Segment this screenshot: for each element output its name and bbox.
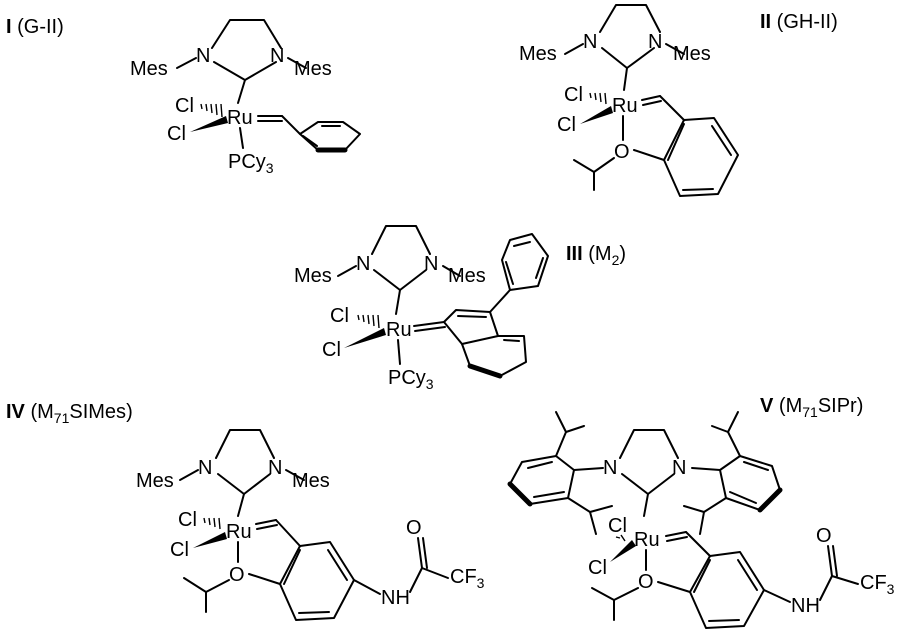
compound-V-hash-bond	[615, 534, 626, 542]
compound-II-hash-bond	[589, 92, 607, 105]
compound-IV-mes1: Mes	[136, 470, 174, 492]
compound-III-pcy3: PCy3	[388, 367, 434, 392]
compound-II-n2: N	[648, 31, 662, 53]
compound-III: III (M2) N N Mes Mes Ru Cl Cl	[294, 225, 626, 392]
compound-III-mes1: Mes	[294, 265, 332, 287]
compound-I-nhc-ring	[211, 19, 282, 49]
compound-V-o: O	[638, 571, 654, 593]
compound-I-hash-bond	[200, 103, 223, 118]
compound-III-label: III (M2)	[566, 243, 626, 268]
compound-IV: IV (M71SIMes) N N Mes Mes Ru Cl Cl O	[6, 401, 485, 621]
compound-V-o2: O	[816, 525, 832, 547]
compound-V-cl2: Cl	[588, 557, 607, 579]
compound-I-n1: N	[196, 45, 210, 67]
compound-I-pcy3: PCy3	[228, 151, 274, 176]
compound-II-label: II (GH-II)	[760, 11, 838, 33]
compound-I-label: I (G-II)	[6, 16, 64, 38]
compound-V-label: V (M71SIPr)	[760, 395, 863, 420]
compound-III-n2: N	[424, 253, 438, 275]
compound-IV-cl2: Cl	[170, 539, 189, 561]
compound-IV-o2: O	[406, 517, 422, 539]
compound-IV-cf3: CF3	[450, 566, 485, 591]
compound-IV-ru: Ru	[226, 521, 252, 543]
compound-III-hash-bond	[357, 314, 380, 329]
compound-III-indenylidene	[443, 309, 499, 345]
compound-IV-label: IV (M71SIMes)	[6, 401, 133, 426]
compound-IV-n2: N	[268, 457, 282, 479]
compound-V-n2: N	[672, 457, 686, 479]
compound-IV-o: O	[229, 564, 245, 586]
compound-IV-cl1: Cl	[178, 509, 197, 531]
compound-II-o: O	[614, 141, 630, 163]
compound-I-mes2: Mes	[294, 58, 332, 80]
compound-IV-hash-bond	[203, 517, 221, 530]
compound-I-mes1: Mes	[130, 58, 168, 80]
compound-III-ru: Ru	[386, 319, 412, 341]
compound-V-ru: Ru	[634, 529, 660, 551]
compound-V: V (M71SIPr) N N Ru Cl Cl	[507, 395, 895, 629]
compound-V-cl1: Cl	[608, 515, 627, 537]
compound-I-ru: Ru	[227, 107, 253, 129]
compound-III-cl1: Cl	[330, 305, 349, 327]
compound-IV-mes2: Mes	[292, 470, 330, 492]
compound-III-n1: N	[356, 253, 370, 275]
compound-V-n1: N	[603, 457, 617, 479]
compound-II-benzene	[663, 117, 739, 197]
compound-IV-benzene	[279, 541, 355, 621]
compound-I-cl1: Cl	[175, 95, 194, 117]
compound-III-cl2: Cl	[322, 339, 341, 361]
compound-V-benzene	[689, 551, 765, 629]
compound-IV-n1: N	[198, 457, 212, 479]
compound-II-cl2: Cl	[557, 114, 576, 136]
compound-V-cf3: CF3	[860, 572, 895, 597]
compound-II-n1: N	[583, 31, 597, 53]
compound-II: II (GH-II) N N Mes Mes Ru Cl Cl O	[519, 4, 838, 197]
compound-III-mes2: Mes	[448, 265, 486, 287]
compound-II-mes1: Mes	[519, 43, 557, 65]
compound-II-mes2: Mes	[673, 43, 711, 65]
compound-I-wedge-bond	[190, 116, 228, 132]
compound-I-cl2: Cl	[167, 123, 186, 145]
compound-V-nh: NH	[791, 595, 820, 617]
compound-III-phenyl	[501, 233, 549, 291]
compound-II-cl1: Cl	[564, 84, 583, 106]
compound-I: I (G-II) N N Mes Mes Ru Cl Cl	[6, 16, 361, 176]
compound-I-n2: N	[270, 45, 284, 67]
compound-II-ru: Ru	[612, 95, 638, 117]
compound-IV-nh: NH	[381, 587, 410, 609]
